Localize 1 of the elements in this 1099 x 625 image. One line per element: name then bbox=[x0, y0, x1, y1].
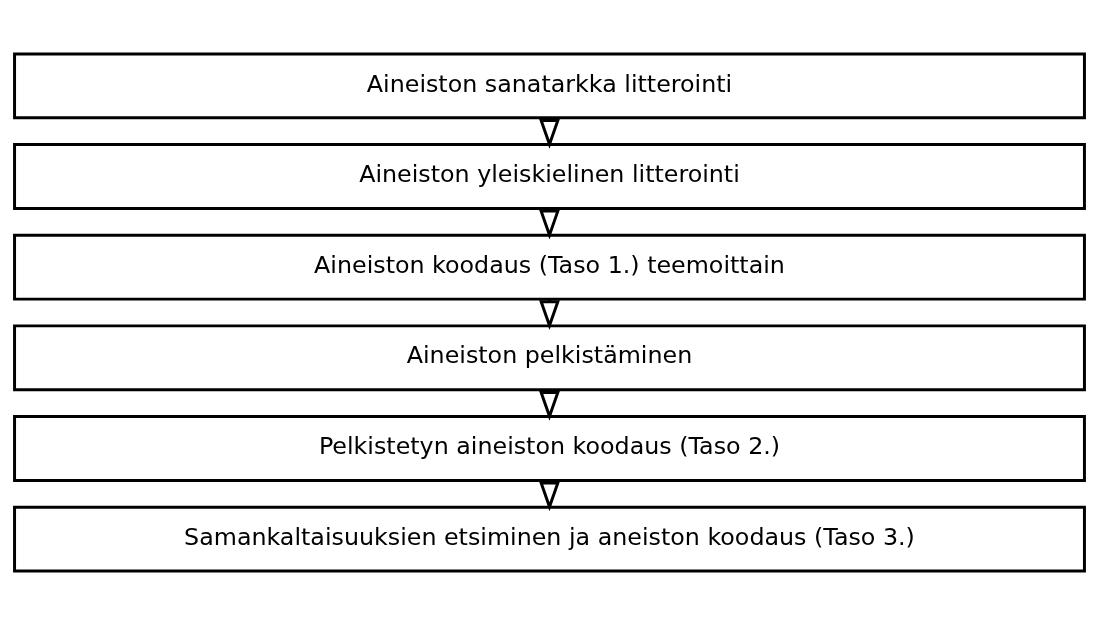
node-box: Samankaltaisuuksien etsiminen ja aneiston koodaus (Taso 3.) bbox=[13, 505, 1086, 573]
